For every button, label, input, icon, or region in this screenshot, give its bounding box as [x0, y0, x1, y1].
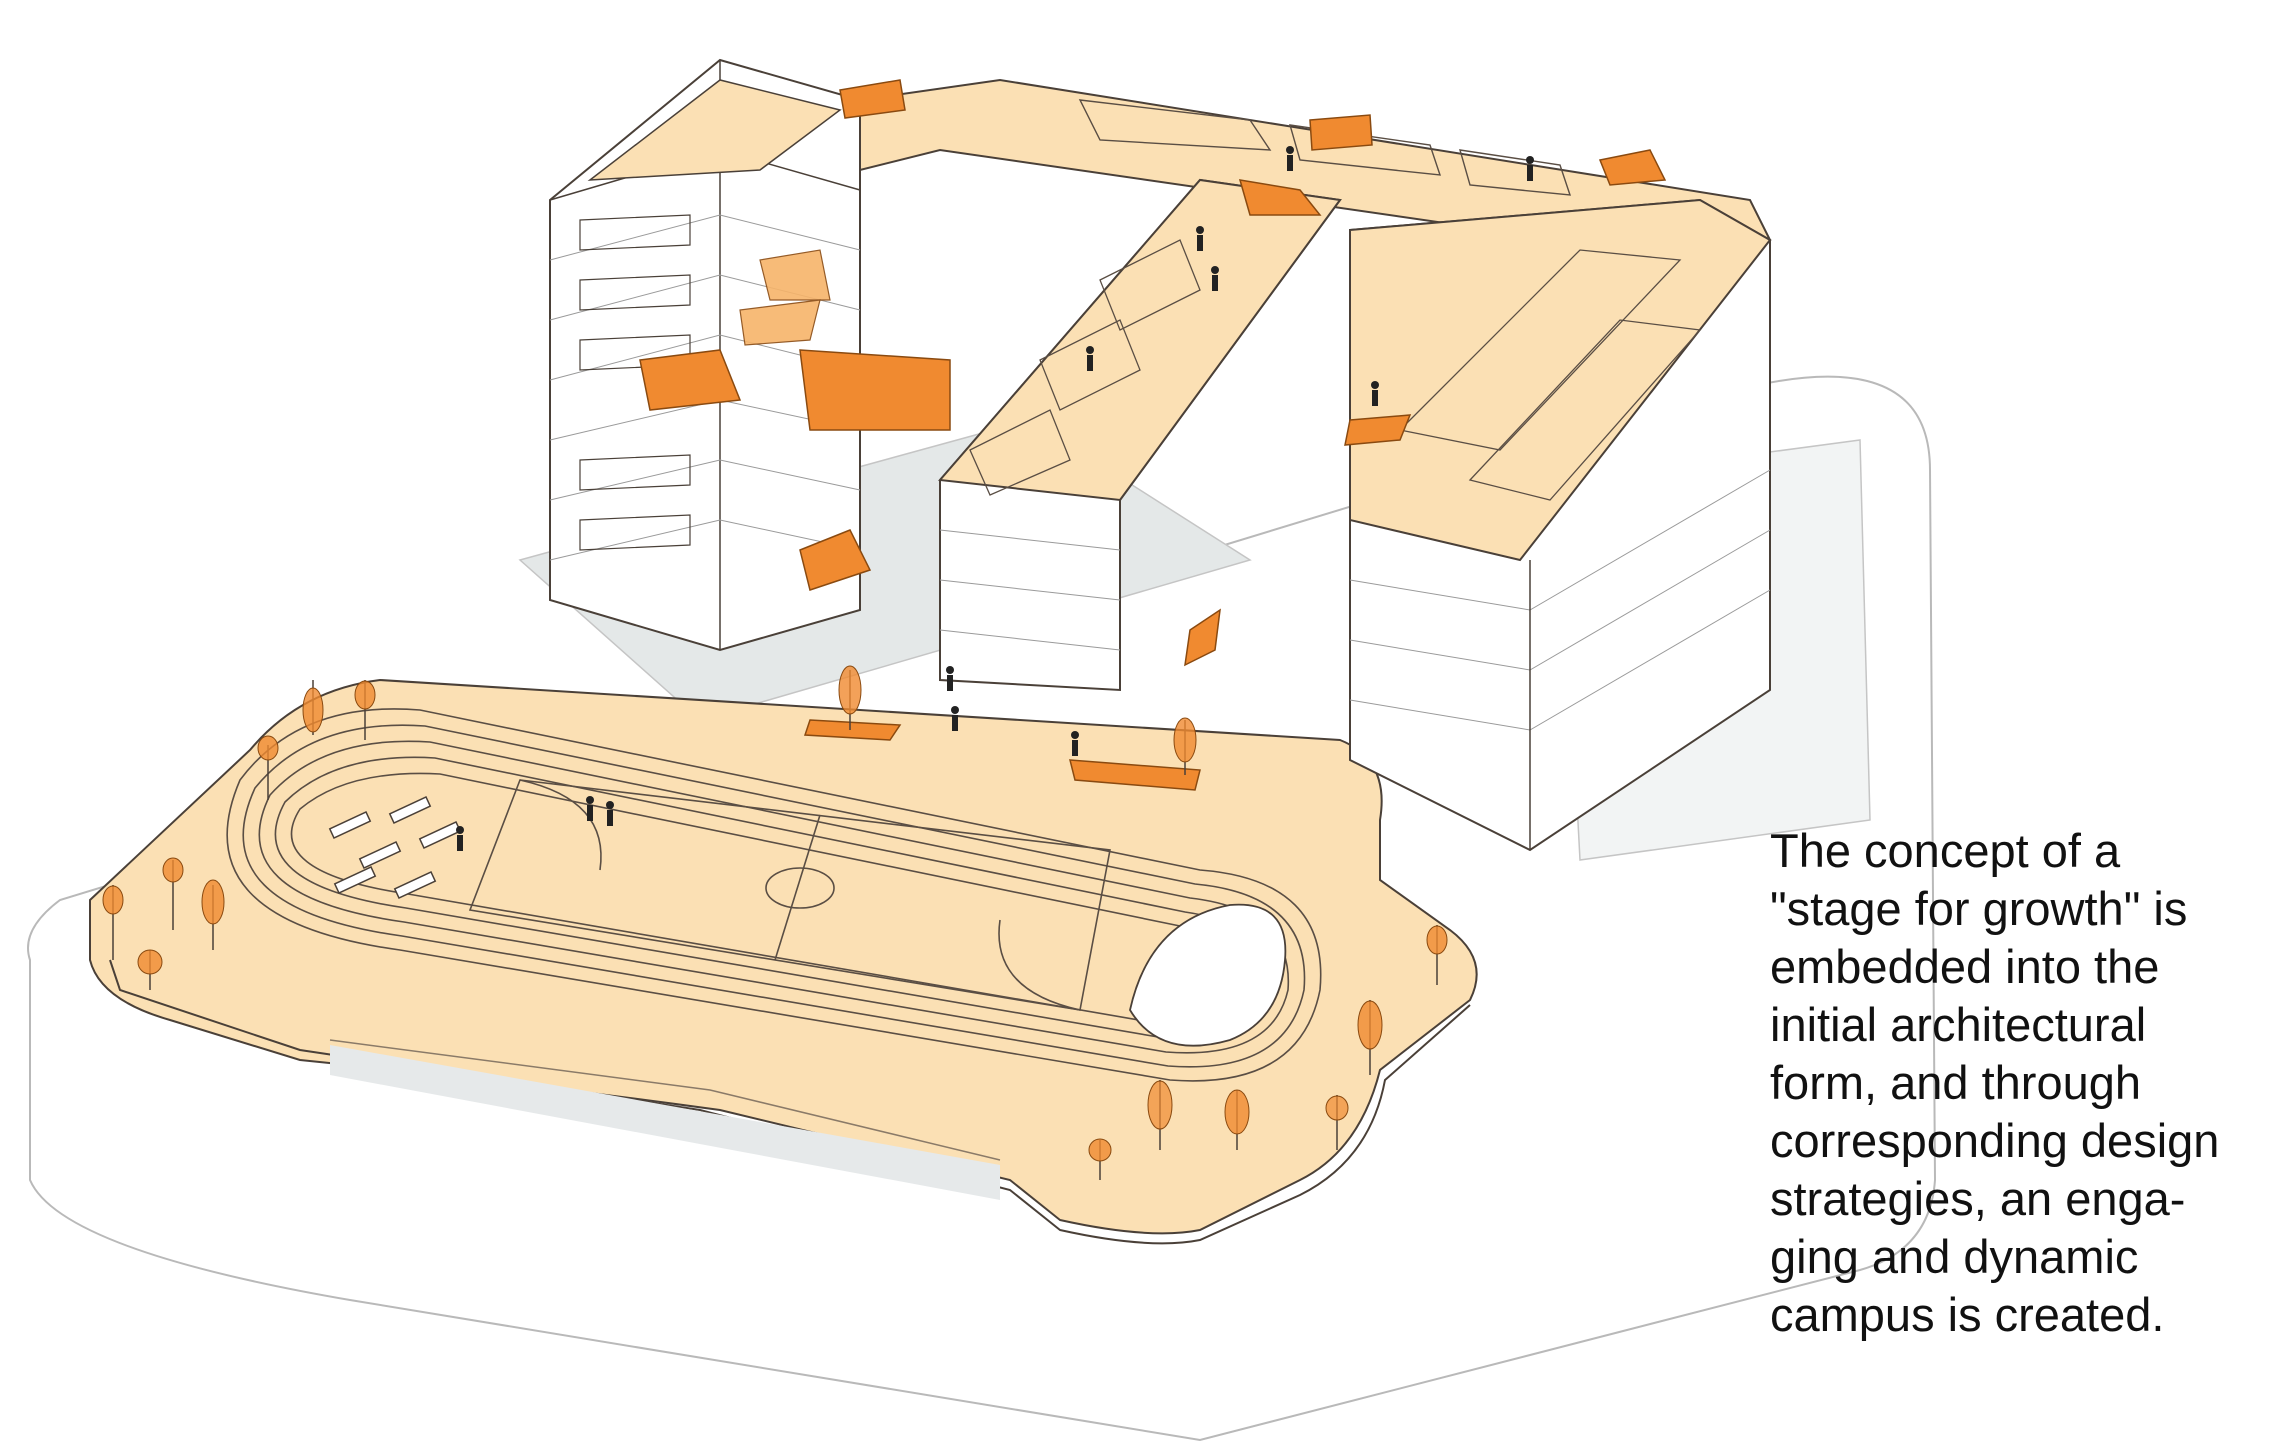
tree-icon [162, 857, 184, 930]
trees [102, 665, 1448, 1180]
building-central-bar [937, 178, 1342, 692]
tree-icon [838, 665, 862, 730]
caption-line: initial architectural [1770, 998, 2147, 1051]
person-figure-icon [456, 826, 464, 851]
person-figure-icon [1526, 156, 1534, 181]
person-figure-icon [1211, 266, 1219, 291]
tree-icon [137, 949, 163, 990]
caption-line: corresponding design [1770, 1114, 2220, 1167]
caption-line: strategies, an enga- [1770, 1172, 2186, 1225]
accent-volumes [639, 79, 1667, 791]
play-equipment [328, 796, 462, 899]
tree-icon [201, 879, 225, 950]
caption-line: campus is created. [1770, 1288, 2165, 1341]
track-courtyard-void [1129, 903, 1287, 1047]
person-figure-icon [946, 666, 954, 691]
tree-icon [302, 680, 324, 735]
person-figure-icon [951, 706, 959, 731]
football-field [468, 779, 1111, 1011]
person-figure-icon [1086, 346, 1094, 371]
tree-icon [257, 735, 279, 800]
concept-caption: The concept of a "stage for growth" is e… [1770, 822, 2270, 1344]
person-figure-icon [1071, 731, 1079, 756]
person-figure-icon [1286, 146, 1294, 171]
building-east-wing [1349, 198, 1772, 852]
tree-icon [1325, 1095, 1349, 1150]
tree-icon [354, 680, 376, 740]
tree-icon [1147, 1080, 1173, 1150]
tree-icon [1357, 1000, 1383, 1075]
accent-volumes-light [739, 249, 831, 346]
people [456, 146, 1534, 851]
person-figure-icon [1196, 226, 1204, 251]
caption-line: ging and dynamic [1770, 1230, 2139, 1283]
tree-icon [1088, 1138, 1112, 1180]
tree-icon [1426, 925, 1448, 985]
tree-icon [1173, 717, 1197, 775]
tree-icon [102, 885, 124, 960]
person-figure-icon [606, 801, 614, 826]
caption-line: The concept of a [1770, 824, 2121, 877]
person-figure-icon [586, 796, 594, 821]
caption-line: "stage for growth" is [1770, 882, 2188, 935]
person-figure-icon [1371, 381, 1379, 406]
sports-deck [89, 678, 1478, 1245]
tree-icon [1224, 1089, 1250, 1150]
caption-line: form, and through [1770, 1056, 2141, 1109]
caption-line: embedded into the [1770, 940, 2160, 993]
